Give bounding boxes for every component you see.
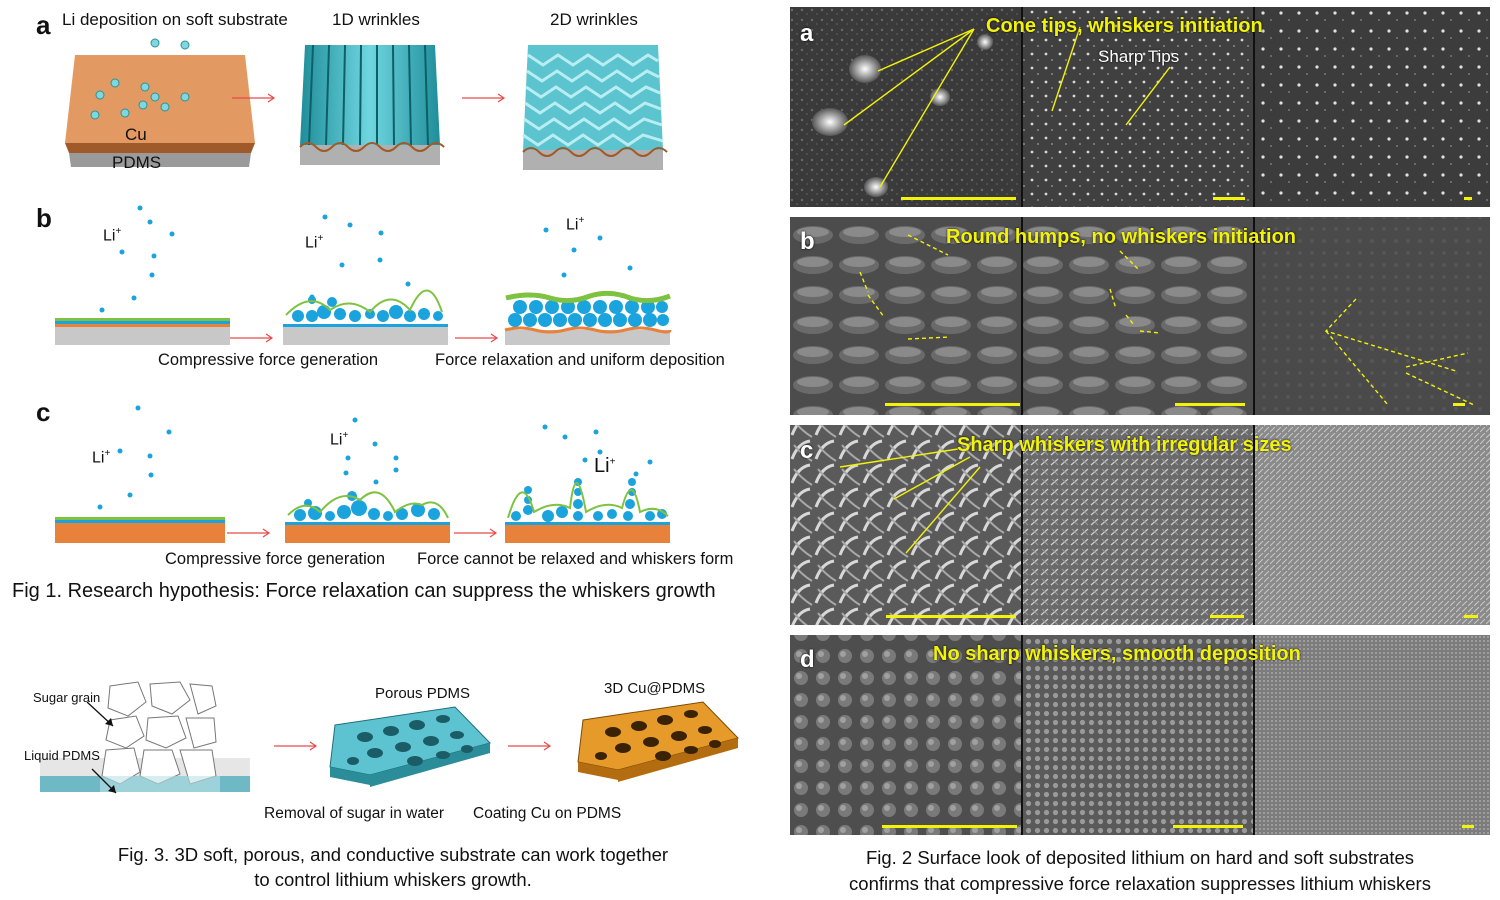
panel-b-caption-right: Force relaxation and uniform deposition: [435, 351, 725, 369]
pointer-arrow-icon: [86, 701, 114, 727]
coating-label: Coating Cu on PDMS: [473, 805, 622, 822]
arrow-icon: [462, 93, 506, 103]
li-on-soft-substrate-illustration: [65, 38, 255, 167]
li-ion-label: Li+: [330, 430, 349, 449]
2d-wrinkles-illustration: [522, 45, 668, 170]
sem-row-title-c: Sharp whiskers with irregular sizes: [957, 434, 1292, 456]
arrow-icon: [230, 333, 274, 343]
arrow-icon: [232, 93, 276, 103]
liquid-pdms-label: Liquid PDMS: [24, 748, 100, 763]
li-ion-label: Li+: [305, 233, 324, 252]
fig2-caption-line1: Fig. 2 Surface look of deposited lithium…: [865, 847, 1415, 868]
fig2-caption: Fig. 2 Surface look of deposited lithium…: [780, 845, 1500, 897]
1d-wrinkles-illustration: [299, 44, 445, 165]
sem-row-letter-b: b: [800, 228, 815, 255]
arrow-icon: [454, 528, 498, 538]
sem-image-grid: [790, 7, 1490, 835]
sem-row-letter-d: d: [800, 646, 815, 673]
fig3-caption-line1: Fig. 3. 3D soft, porous, and conductive …: [117, 844, 669, 865]
porous-pdms-illustration: [329, 706, 491, 787]
pdms-label: PDMS: [112, 153, 162, 172]
cu-pdms-illustration: [577, 701, 739, 782]
cu-pdms-label: 3D Cu@PDMS: [604, 680, 706, 697]
panel-b-letter: b: [36, 203, 52, 233]
removal-label: Removal of sugar in water: [264, 805, 445, 822]
sem-row-letter-c: c: [800, 437, 814, 464]
fig3-caption-line2: to control lithium whiskers growth.: [254, 869, 532, 890]
li-ion-label: Li+: [566, 215, 585, 234]
sugar-template-illustration: [40, 681, 250, 792]
panel-a-title-left: Li deposition on soft substrate: [62, 10, 288, 29]
li-ion-label: Li+: [594, 455, 616, 477]
li-ion-label: Li+: [92, 448, 111, 467]
sem-row-title-b: Round humps, no whiskers initiation: [946, 226, 1297, 248]
fig1-caption: Fig 1. Research hypothesis: Force relaxa…: [12, 580, 716, 602]
sem-row-letter-a: a: [800, 20, 814, 47]
porous-pdms-label: Porous PDMS: [375, 685, 471, 702]
panel-c-caption-right: Force cannot be relaxed and whiskers for…: [417, 550, 734, 568]
panel-c-caption-left: Compressive force generation: [165, 550, 386, 568]
fig2-caption-line2: confirms that compressive force relaxati…: [849, 873, 1431, 894]
panel-c-letter: c: [36, 397, 51, 427]
pointer-arrow-icon: [91, 768, 117, 794]
sem-row-title-a: Cone tips, whiskers initiation: [986, 15, 1263, 37]
cu-label: Cu: [125, 125, 147, 144]
arrow-icon: [455, 333, 499, 343]
sem-row-title-d: No sharp whiskers, smooth deposition: [933, 643, 1301, 665]
arrow-icon: [274, 741, 318, 751]
sugar-grain-label: Sugar grain: [33, 690, 101, 705]
panel-a-letter: a: [36, 10, 51, 40]
arrow-icon: [508, 741, 552, 751]
li-ion-label: Li+: [103, 226, 122, 245]
panel-a-title-right: 2D wrinkles: [550, 10, 638, 29]
panel-a-title-mid: 1D wrinkles: [332, 10, 420, 29]
sem-row-sub-a: Sharp Tips: [1098, 47, 1180, 66]
arrow-icon: [227, 528, 271, 538]
panel-c-illustration: [55, 405, 670, 543]
panel-b-illustration: [55, 205, 672, 345]
fig3-caption: Fig. 3. 3D soft, porous, and conductive …: [43, 842, 743, 892]
panel-b-caption-left: Compressive force generation: [158, 351, 379, 369]
